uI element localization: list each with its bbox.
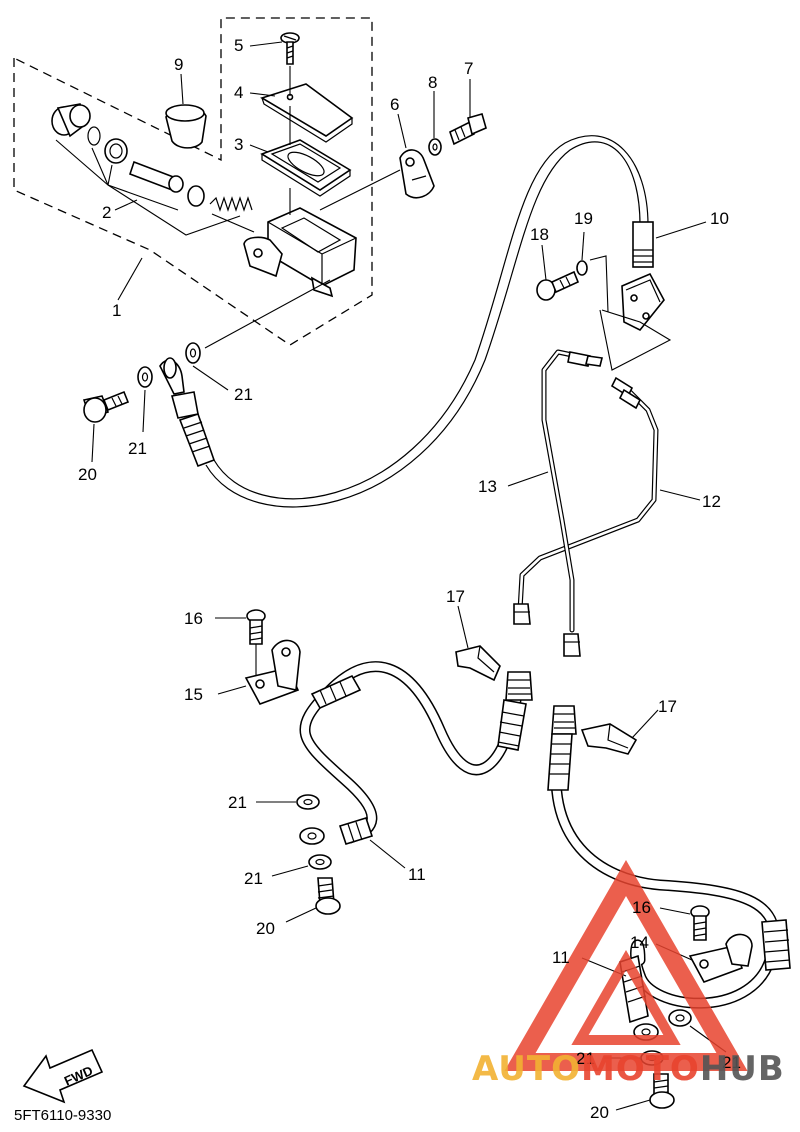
- callout-5: 5: [234, 36, 243, 55]
- callout-3: 3: [234, 135, 243, 154]
- callout-14: 14: [630, 933, 649, 952]
- callout-6: 6: [390, 95, 399, 114]
- callout-7: 7: [464, 59, 473, 78]
- bolt-part-16-left: [215, 609, 266, 676]
- bolt-part-16-right: [659, 905, 710, 941]
- brake-pipe-part-12: [513, 376, 659, 625]
- washer-part-8: [428, 138, 442, 156]
- callout-21-upper-left: 21: [128, 439, 147, 458]
- forward-direction-arrow: FWD: [22, 1048, 104, 1104]
- piston-kit-parts: [51, 103, 255, 236]
- diaphragm-part-3: [260, 139, 352, 197]
- watermark-triangle-inner: [571, 949, 681, 1045]
- hose-guide-part-14: [655, 933, 753, 983]
- union-bolt-part-20-lower-right: [615, 1073, 675, 1111]
- watermark-hub: HUB: [700, 1049, 785, 1089]
- callout-11-right: 11: [552, 948, 570, 967]
- upper-brake-hose: [159, 135, 654, 508]
- clamp-part-17-left: [455, 605, 501, 682]
- callout-17-right: 17: [658, 697, 677, 716]
- brake-pipe-part-13: [541, 349, 603, 657]
- callout-17-left: 17: [446, 587, 465, 606]
- holder-part-6: [399, 149, 435, 199]
- leader-lines-upper: [114, 41, 471, 301]
- callout-10: 10: [710, 209, 729, 228]
- watermark-triangle-outer: [504, 859, 748, 1071]
- callout-16-left: 16: [184, 609, 203, 628]
- watermark-auto: AUTO: [472, 1049, 581, 1089]
- callout-21-lower-b: 21: [244, 869, 263, 888]
- lower-brake-hose-right: [547, 705, 791, 1041]
- union-bolt-part-20-lower-left: [285, 877, 341, 923]
- callout-8: 8: [428, 73, 437, 92]
- svg-text:AUTOMOTOHUB: AUTOMOTOHUB: [472, 1049, 785, 1089]
- callout-9: 9: [174, 55, 183, 74]
- callout-16-right: 16: [632, 898, 651, 917]
- joint-part-10: [599, 221, 707, 371]
- callout-labels: 1 2 3 4 5 6 7 8 9 10 11 11 12 13 14 15 1…: [78, 36, 741, 1122]
- callout-21-lower-a: 21: [228, 793, 247, 812]
- callout-13: 13: [478, 477, 497, 496]
- master-cylinder-assembly-boundary: [13, 17, 373, 346]
- callout-20-upper: 20: [78, 465, 97, 484]
- union-bolt-part-20-upper: [82, 390, 130, 463]
- bush-part-9: [165, 104, 207, 149]
- master-cylinder-body-part-1: [243, 207, 357, 298]
- callout-11-left: 11: [408, 865, 426, 884]
- reservoir-cap-part-4: [260, 83, 354, 143]
- callout-12: 12: [702, 492, 721, 511]
- part-code: 5FT6110-9330: [14, 1107, 111, 1124]
- callout-15: 15: [184, 685, 203, 704]
- callout-1: 1: [112, 301, 121, 320]
- watermark-logo: [504, 859, 748, 1071]
- washer-part-19: [576, 231, 609, 313]
- callout-20-lower-right: 20: [590, 1103, 609, 1122]
- bolt-part-18: [536, 244, 580, 301]
- watermark-moto: MOTO: [581, 1049, 700, 1089]
- callout-18: 18: [530, 225, 549, 244]
- callout-21-lower-d: 21: [722, 1053, 741, 1072]
- callout-19: 19: [574, 209, 593, 228]
- callout-21-upper-right: 21: [234, 385, 253, 404]
- washers-part-21-lower-left: [256, 794, 332, 877]
- lower-brake-hose-left: [299, 661, 533, 869]
- callout-2: 2: [102, 203, 111, 222]
- clamp-part-17-right: [580, 709, 659, 755]
- screw-part-5: [280, 32, 300, 65]
- watermark-text: AUTOMOTOHUB: [472, 1049, 785, 1089]
- leader-lines-pipes: [507, 471, 701, 501]
- callout-20-lower-left: 20: [256, 919, 275, 938]
- hose-guide-part-15: [217, 639, 301, 705]
- bolt-part-7: [449, 113, 487, 146]
- callout-21-lower-c: 21: [576, 1049, 595, 1068]
- callout-4: 4: [234, 83, 243, 102]
- washers-part-21-upper: [137, 279, 331, 433]
